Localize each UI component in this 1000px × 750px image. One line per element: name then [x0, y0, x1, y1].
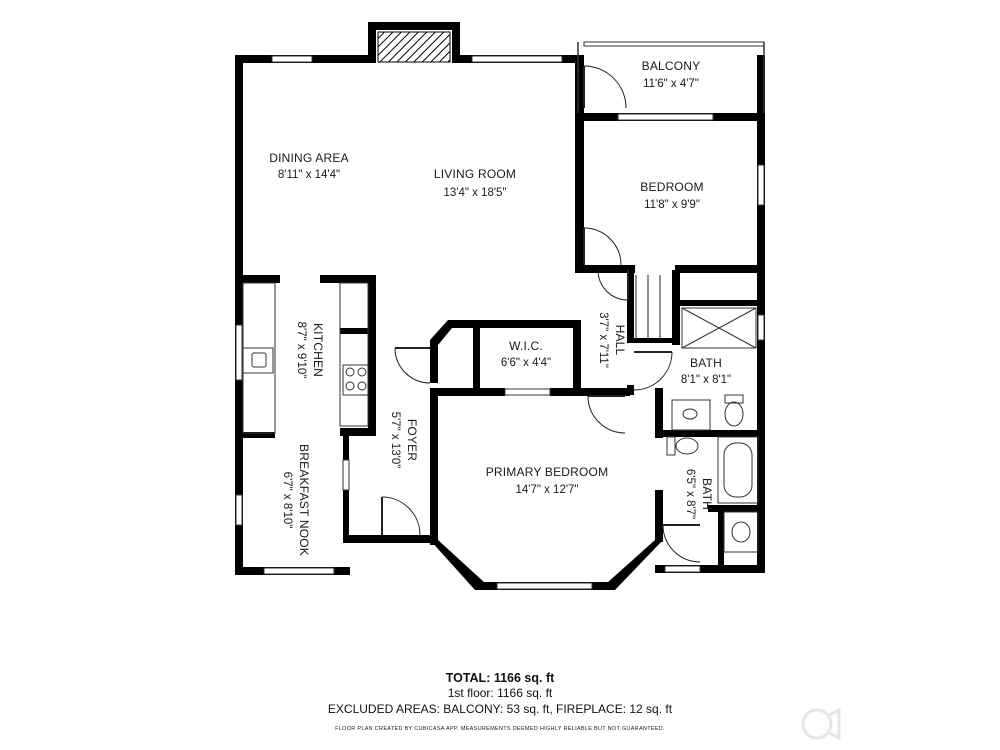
fireplace	[377, 31, 451, 63]
room-bedroom: BEDROOM 11'8" x 9'9"	[640, 180, 703, 211]
room-name: FOYER	[405, 419, 419, 461]
room-bath-2: BATH 6'5" x 8'7"	[684, 469, 714, 519]
credit-disclaimer: FLOOR PLAN CREATED BY CUBICASA APP. MEAS…	[335, 726, 665, 732]
room-dimensions: 8'11" x 14'4"	[278, 169, 340, 181]
windows	[235, 41, 765, 590]
room-name: HALL	[613, 325, 627, 356]
room-dimensions: 14'7" x 12'7"	[515, 484, 578, 496]
total-label: TOTAL:	[445, 671, 491, 685]
cubicasa-logo-watermark	[801, 707, 841, 741]
room-foyer: FOYER 5'7" x 13'0"	[389, 412, 419, 469]
room-dimensions: 8'1" x 8'1"	[681, 374, 731, 386]
first-floor-area: 1st floor: 1166 sq. ft	[447, 686, 553, 700]
room-hall: HALL 3'7" x 7'11"	[597, 312, 627, 368]
room-name: KITCHEN	[311, 323, 325, 377]
room-primary-bedroom: PRIMARY BEDROOM 14'7" x 12'7"	[486, 465, 609, 496]
room-dining-area: DINING AREA 8'11" x 14'4"	[269, 151, 349, 181]
room-name: BEDROOM	[640, 180, 703, 194]
fixtures	[242, 282, 759, 553]
room-breakfast-nook: BREAKFAST NOOK 6'7" x 8'10"	[281, 444, 311, 556]
room-name: LIVING ROOM	[434, 167, 516, 181]
room-dimensions: 11'8" x 9'9"	[644, 199, 700, 211]
room-name: BATH	[700, 478, 714, 510]
room-name: PRIMARY BEDROOM	[486, 465, 609, 479]
room-dimensions: 6'5" x 8'7"	[684, 469, 696, 519]
room-name: DINING AREA	[269, 151, 349, 165]
room-name: BREAKFAST NOOK	[297, 444, 311, 556]
total-value: 1166 sq. ft	[493, 671, 555, 685]
room-dimensions: 6'6" x 4'4"	[501, 357, 551, 369]
room-balcony: BALCONY 11'6" x 4'7"	[642, 59, 701, 90]
total-area: TOTAL: 1166 sq. ft	[0, 671, 1000, 685]
doors	[381, 65, 701, 563]
excluded-areas: EXCLUDED AREAS: BALCONY: 53 sq. ft, FIRE…	[327, 702, 673, 716]
room-dimensions: 6'7" x 8'10"	[281, 472, 293, 529]
room-kitchen: KITCHEN 8'7" x 9'10"	[295, 322, 325, 379]
room-living-room: LIVING ROOM 13'4" x 18'5"	[434, 167, 516, 199]
floor-plan-drawing: BALCONY 11'6" x 4'7" DINING AREA 8'11" x…	[235, 22, 765, 590]
room-name: W.I.C.	[509, 339, 543, 353]
room-name: BALCONY	[642, 59, 701, 73]
room-dimensions: 3'7" x 7'11"	[597, 312, 609, 368]
room-dimensions: 5'7" x 13'0"	[389, 412, 401, 469]
room-name: BATH	[690, 356, 722, 370]
room-dimensions: 13'4" x 18'5"	[443, 187, 506, 199]
room-wic: W.I.C. 6'6" x 4'4"	[501, 339, 551, 369]
room-dimensions: 11'6" x 4'7"	[643, 78, 699, 90]
room-dimensions: 8'7" x 9'10"	[295, 322, 307, 379]
room-bath: BATH 8'1" x 8'1"	[681, 356, 731, 386]
balcony-railing	[577, 42, 765, 113]
